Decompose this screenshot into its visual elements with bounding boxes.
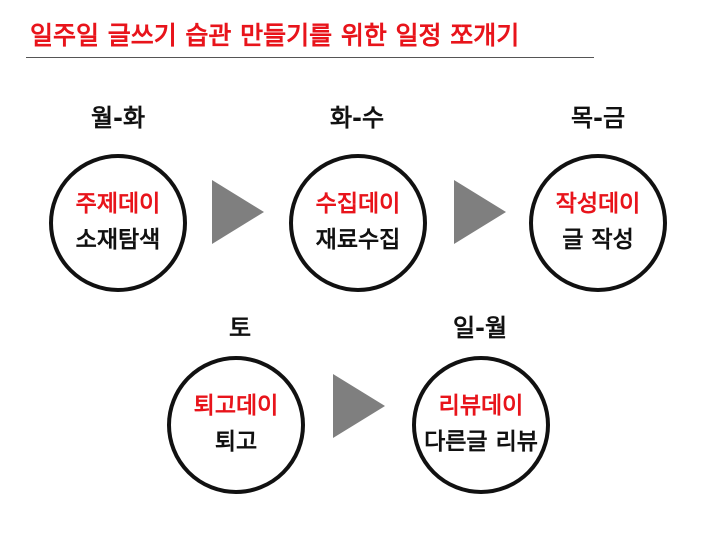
stage-3-desc: 글 작성 bbox=[562, 226, 634, 253]
stage-5-day-label: 일-월 bbox=[452, 314, 508, 342]
stage-5-desc: 다른글 리뷰 bbox=[424, 428, 538, 455]
stage-5-name: 리뷰데이 bbox=[438, 393, 524, 420]
stage-3-day-label: 목-금 bbox=[570, 104, 626, 132]
play-triangle-icon bbox=[454, 180, 506, 244]
stage-3-circle: 작성데이 글 작성 bbox=[529, 154, 667, 292]
stage-1-circle: 주제데이 소재탐색 bbox=[49, 154, 187, 292]
stage-1-name: 주제데이 bbox=[75, 191, 161, 218]
stage-1-desc: 소재탐색 bbox=[75, 226, 161, 253]
stage-4-circle: 퇴고데이 퇴고 bbox=[167, 356, 305, 494]
play-triangle-icon bbox=[333, 374, 385, 438]
stage-2-desc: 재료수집 bbox=[315, 226, 401, 253]
stage-1-day-label: 월-화 bbox=[90, 104, 146, 132]
stage-3-name: 작성데이 bbox=[555, 191, 641, 218]
play-triangle-icon bbox=[212, 180, 264, 244]
stage-2-circle: 수집데이 재료수집 bbox=[289, 154, 427, 292]
stage-2-name: 수집데이 bbox=[315, 191, 401, 218]
stage-4-name: 퇴고데이 bbox=[193, 393, 279, 420]
stage-4-desc: 퇴고 bbox=[214, 428, 258, 455]
stage-4-day-label: 토 bbox=[228, 314, 252, 342]
page-title: 일주일 글쓰기 습관 만들기를 위한 일정 쪼개기 bbox=[30, 21, 520, 50]
stage-2-day-label: 화-수 bbox=[329, 104, 385, 132]
stage-5-circle: 리뷰데이 다른글 리뷰 bbox=[412, 356, 550, 494]
title-divider bbox=[26, 57, 594, 58]
